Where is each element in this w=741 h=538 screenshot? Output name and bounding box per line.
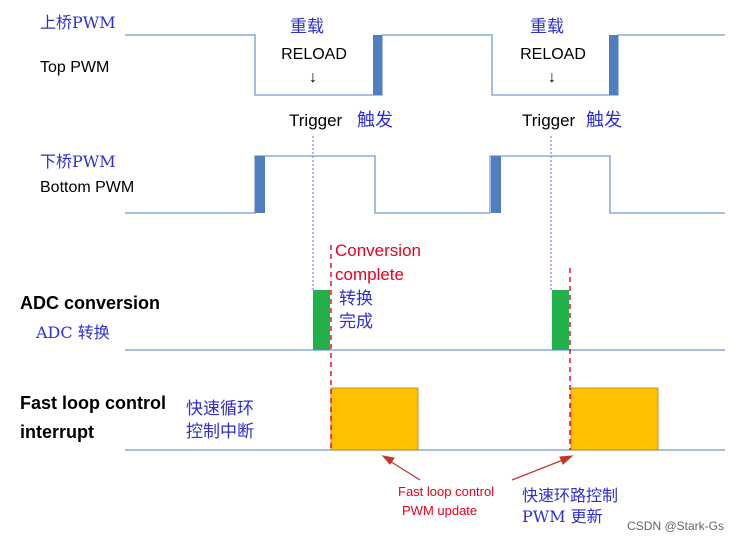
reload-en-1: RELOAD xyxy=(281,46,347,63)
bottom-pwm-line xyxy=(125,155,725,214)
top-pwm-line xyxy=(125,34,725,96)
fast-loop-bar-1 xyxy=(330,387,419,451)
bottom-pwm-label-cn: 下桥PWM xyxy=(40,152,116,171)
update-label-en-1: Fast loop control xyxy=(398,484,494,499)
bottom-pwm-waveform xyxy=(125,155,725,214)
reload-en-2: RELOAD xyxy=(520,46,586,63)
update-arrow-2 xyxy=(511,457,569,481)
complete-label-cn-1: 转换 xyxy=(339,289,373,309)
update-label-en-2: PWM update xyxy=(402,503,477,518)
trigger-label-cn-2: 触发 xyxy=(586,110,622,131)
trigger-label-en-2: Trigger xyxy=(522,111,576,130)
update-label-cn-2: PWM 更新 xyxy=(522,507,603,526)
update-arrows xyxy=(381,455,574,481)
complete-label-cn-2: 完成 xyxy=(339,312,373,332)
fast-loop-label-cn-2: 控制中断 xyxy=(186,422,254,442)
adc-bar-2 xyxy=(552,290,569,350)
bottom-pwm-deadtime-1 xyxy=(255,156,265,213)
complete-label-en-1: Conversion xyxy=(335,241,421,260)
reload-arrow-1: ↓ xyxy=(309,69,317,86)
update-arrow-1-head xyxy=(381,455,395,465)
complete-label-en-2: complete xyxy=(335,265,404,284)
fast-loop-bar-2 xyxy=(570,387,659,451)
top-pwm-deadtime-2 xyxy=(609,35,618,95)
reload-cn-1: 重载 xyxy=(290,17,324,37)
adc-label-cn: ADC 转换 xyxy=(35,323,110,342)
update-label-cn-1: 快速环路控制 xyxy=(522,486,618,505)
adc-bar-1 xyxy=(313,290,330,350)
fast-loop-label-en-1: Fast loop control xyxy=(20,393,166,413)
trigger-label-en-1: Trigger xyxy=(289,111,343,130)
update-arrow-2-head xyxy=(559,455,574,465)
trigger-label-cn-1: 触发 xyxy=(357,110,393,131)
top-pwm-label-en: Top PWM xyxy=(40,59,109,76)
reload-arrow-2: ↓ xyxy=(548,69,556,86)
reload-cn-2: 重载 xyxy=(530,17,564,37)
top-pwm-waveform xyxy=(125,34,725,96)
top-pwm-deadtime-1 xyxy=(373,35,382,95)
fast-loop-label-en-2: interrupt xyxy=(20,422,94,442)
top-pwm-label-cn: 上桥PWM xyxy=(40,13,116,32)
bottom-pwm-label-en: Bottom PWM xyxy=(40,179,134,196)
bottom-pwm-deadtime-2 xyxy=(491,156,501,213)
watermark: CSDN @Stark-Gs xyxy=(627,519,724,533)
adc-label-en: ADC conversion xyxy=(20,293,160,313)
fast-loop-label-cn-1: 快速循环 xyxy=(186,399,254,419)
